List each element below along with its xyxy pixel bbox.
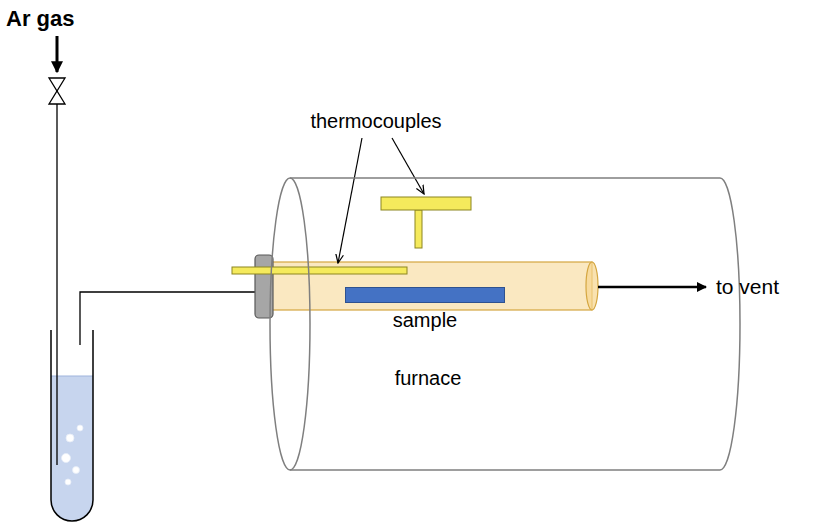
furnace-outline	[268, 176, 744, 472]
gas-bubbles	[62, 425, 84, 485]
part-label: thermocouples	[310, 110, 441, 133]
furnace-end	[270, 178, 310, 470]
leader-arrow	[392, 138, 424, 194]
furnace-body: furnace sample	[268, 176, 744, 472]
furnace-shell	[290, 178, 740, 470]
thermocouple-probe	[232, 267, 407, 274]
work-tube-end	[586, 262, 598, 310]
label-holder: Ar gas	[6, 6, 74, 32]
outlet-label: to vent	[716, 275, 779, 299]
leader-arrow	[338, 138, 362, 263]
inlet-pipe	[56, 104, 57, 465]
outlet-pipe	[80, 292, 255, 345]
text-holder: sample	[301, 309, 549, 332]
text-holder: furnace	[324, 367, 532, 390]
sample-bar	[345, 287, 505, 303]
node-label: sample	[301, 309, 549, 332]
label-holder: thermocouples	[310, 110, 441, 133]
sample-boat: sample	[345, 287, 505, 303]
gas-label: Ar gas	[6, 6, 74, 32]
node-label: furnace	[324, 367, 532, 390]
label-holder: to vent	[716, 275, 779, 299]
gas-inlet-arrow	[56, 36, 59, 72]
valve-symbol	[49, 78, 65, 104]
thermocouple-probe	[381, 197, 471, 248]
vent-arrow	[598, 286, 706, 289]
